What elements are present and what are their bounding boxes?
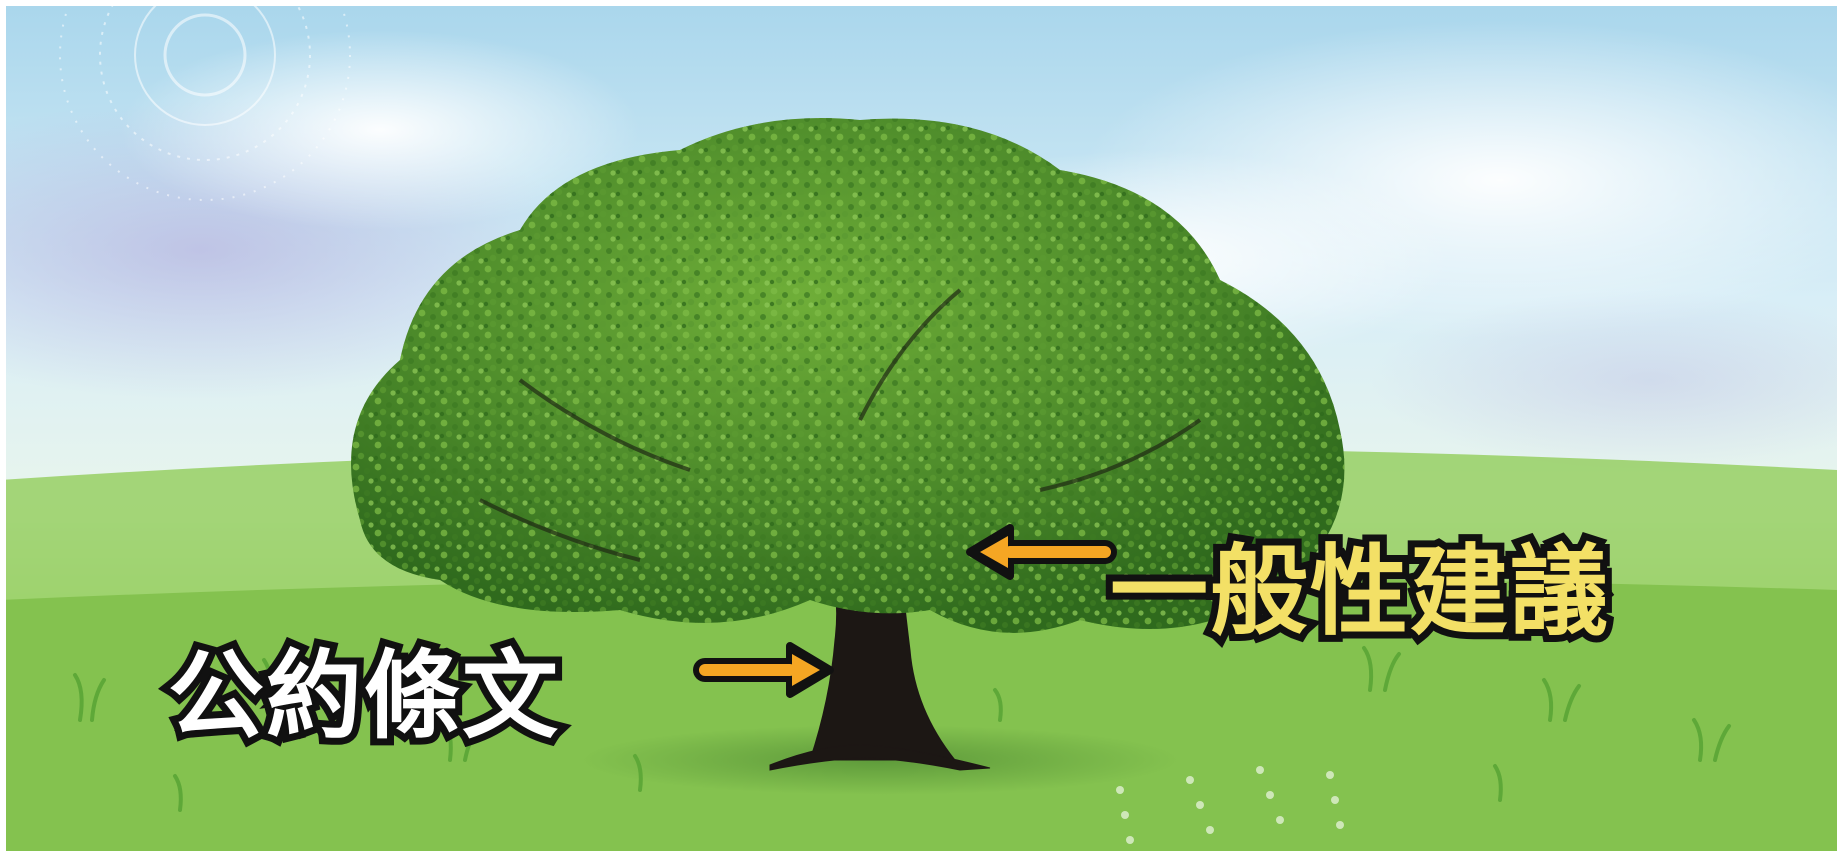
arrow-left-icon xyxy=(966,524,1117,580)
treaty-articles-label: 公約條文 xyxy=(161,633,565,759)
tree-canopy xyxy=(351,118,1345,633)
arrow-right-icon xyxy=(693,642,834,698)
general-comments-label: 一般性建議 xyxy=(1103,528,1615,656)
